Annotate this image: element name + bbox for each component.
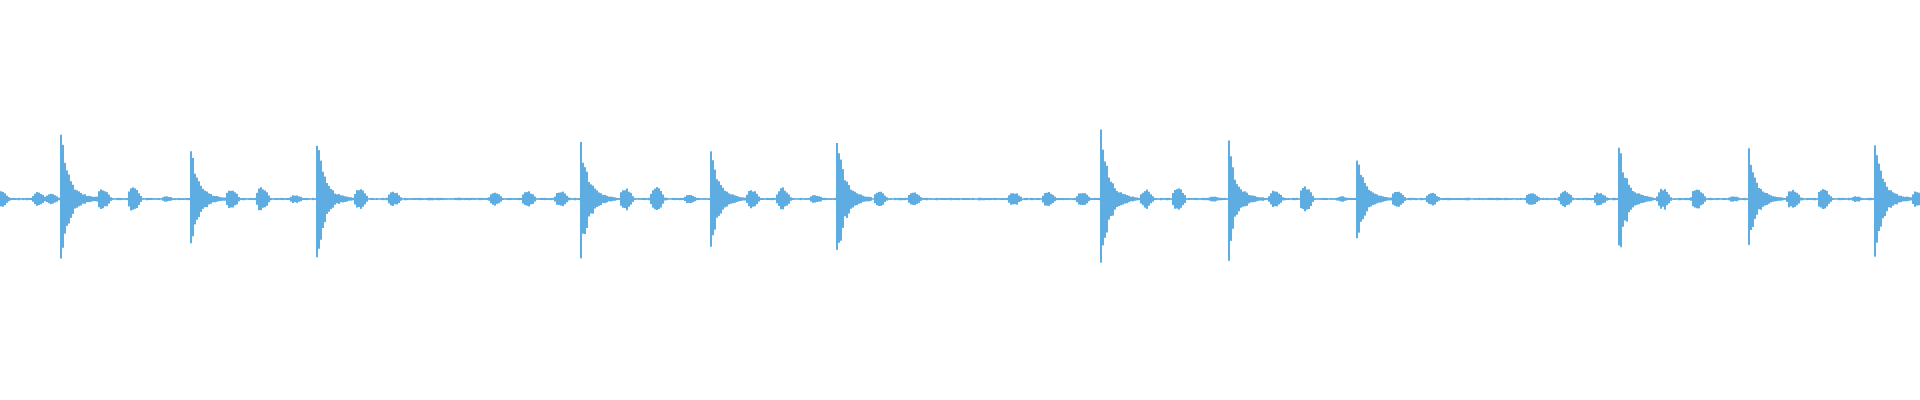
waveform-path xyxy=(0,129,1920,263)
